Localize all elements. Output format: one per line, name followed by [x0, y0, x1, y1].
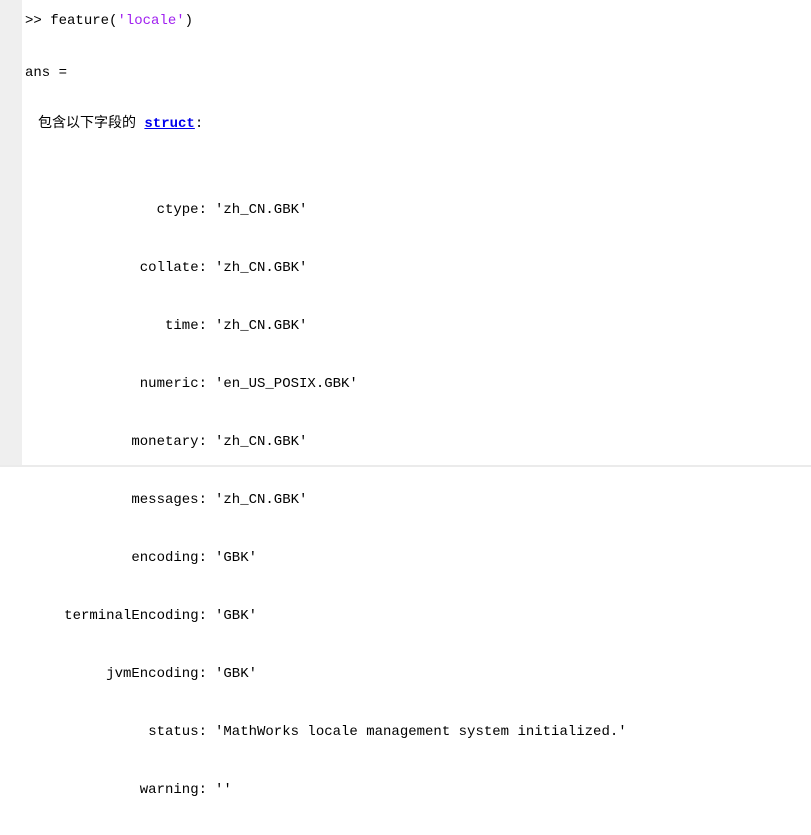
field-value: '': [215, 782, 232, 798]
field-name: ctype:: [156, 202, 207, 218]
field-value: 'zh_CN.GBK': [215, 434, 308, 450]
command-prompt: >>: [25, 13, 51, 29]
struct-intro-prefix: 包含以下字段的: [38, 116, 145, 132]
field-name: status:: [148, 724, 207, 740]
matlab-command-window-output: >> feature('locale') ans = 包含以下字段的 struc…: [22, 0, 811, 798]
field-value: 'zh_CN.GBK': [215, 260, 308, 276]
field-name: jvmEncoding:: [106, 666, 207, 682]
field-name: numeric:: [139, 376, 207, 392]
struct-link[interactable]: struct: [144, 116, 195, 132]
field-value: 'zh_CN.GBK': [215, 202, 308, 218]
field-name: warning:: [139, 782, 207, 798]
field-value: 'zh_CN.GBK': [215, 492, 308, 508]
field-value: 'GBK': [215, 550, 258, 566]
command-function-close: ): [184, 13, 194, 29]
command-line: >> feature('locale'): [25, 12, 193, 30]
struct-field-row: warning: '': [22, 777, 627, 803]
struct-intro-line: 包含以下字段的 struct:: [38, 114, 203, 134]
field-name: encoding:: [131, 550, 207, 566]
struct-field-row: terminalEncoding: 'GBK': [22, 603, 627, 629]
field-name: collate:: [139, 260, 207, 276]
struct-field-row: messages: 'zh_CN.GBK': [22, 487, 627, 513]
struct-field-row: monetary: 'zh_CN.GBK': [22, 429, 627, 455]
command-string-arg: 'locale': [117, 13, 185, 29]
window-bottom-border: [0, 465, 811, 467]
struct-field-row: status: 'MathWorks locale management syst…: [22, 719, 627, 745]
field-name: monetary:: [131, 434, 207, 450]
field-value: 'MathWorks locale management system init…: [215, 724, 627, 740]
struct-field-row: numeric: 'en_US_POSIX.GBK': [22, 371, 627, 397]
field-name: time:: [164, 318, 207, 334]
field-name: messages:: [131, 492, 207, 508]
struct-field-row: time: 'zh_CN.GBK': [22, 313, 627, 339]
field-name: terminalEncoding:: [64, 608, 207, 624]
struct-fields-list: ctype: 'zh_CN.GBK' collate: 'zh_CN.GBK' ti…: [22, 165, 627, 835]
field-value: 'GBK': [215, 608, 258, 624]
struct-field-row: jvmEncoding: 'GBK': [22, 661, 627, 687]
struct-intro-suffix: :: [194, 116, 204, 132]
field-value: 'zh_CN.GBK': [215, 318, 308, 334]
command-window-gutter: [0, 0, 22, 467]
struct-field-row: collate: 'zh_CN.GBK': [22, 255, 627, 281]
ans-label: ans =: [25, 65, 68, 81]
field-value: 'GBK': [215, 666, 258, 682]
struct-field-row: encoding: 'GBK': [22, 545, 627, 571]
struct-field-row: ctype: 'zh_CN.GBK': [22, 197, 627, 223]
field-value: 'en_US_POSIX.GBK': [215, 376, 358, 392]
command-function: feature(: [50, 13, 118, 29]
